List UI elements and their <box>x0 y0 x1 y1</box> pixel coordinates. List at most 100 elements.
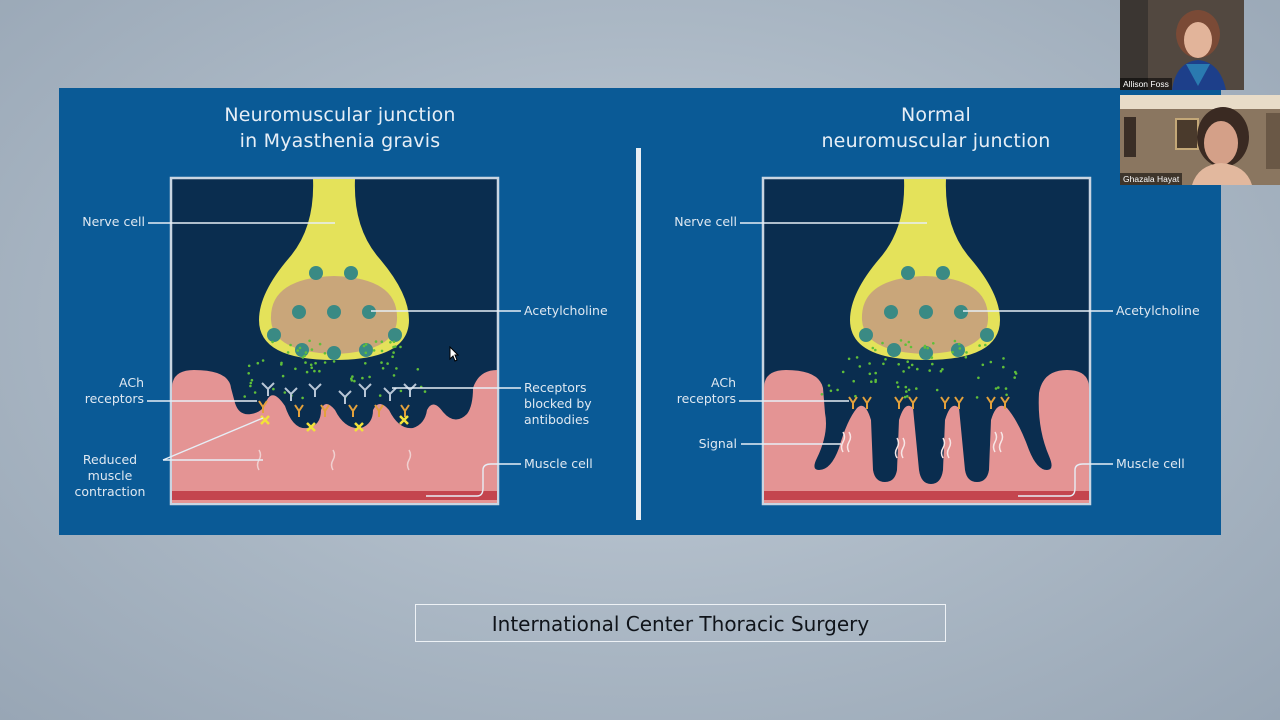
acetylcholine-dot <box>281 374 285 378</box>
left-block-marks <box>260 415 409 432</box>
left-receptors <box>258 400 410 417</box>
acetylcholine-dot <box>981 363 985 367</box>
acetylcholine-dot <box>928 369 931 372</box>
right-panel-title: Normal neuromuscular junction <box>795 102 1077 154</box>
acetylcholine-dot <box>829 389 833 393</box>
acetylcholine-dot <box>362 344 366 348</box>
acetylcholine-dot <box>997 386 1000 389</box>
left-label-ach-receptors: ACh receptors <box>65 375 144 407</box>
acetylcholine-dot <box>882 362 885 366</box>
acetylcholine-dot <box>858 365 862 368</box>
right-label-signal: Signal <box>698 436 737 451</box>
participant-video-tile-2[interactable]: Ghazala Hayat <box>1120 95 1280 185</box>
acetylcholine-dot <box>906 360 909 364</box>
left-label-reduced-line-2: muscle <box>87 468 133 483</box>
participant-video-tile-1[interactable]: Allison Foss <box>1120 0 1244 90</box>
acetylcholine-dot <box>906 395 909 398</box>
acetylcholine-dot <box>261 359 265 362</box>
acetylcholine-dot <box>353 379 356 383</box>
acetylcholine-dot <box>852 379 855 383</box>
acetylcholine-dot <box>977 376 980 380</box>
acetylcholine-dot <box>820 393 824 396</box>
acetylcholine-dot <box>868 372 872 376</box>
right-muscle-band <box>764 491 1089 500</box>
participant-video-2-icon <box>1120 95 1280 185</box>
right-label-ach-receptors-line-1: ACh <box>711 375 736 390</box>
acetylcholine-dot <box>391 355 394 359</box>
acetylcholine-dot <box>364 351 368 355</box>
acetylcholine-dot <box>272 387 275 391</box>
acetylcholine-dot <box>895 381 899 384</box>
left-label-blocked-line-1: Receptors <box>524 380 587 395</box>
acetylcholine-dot <box>881 341 884 345</box>
acetylcholine-dot <box>884 358 887 361</box>
participant-name-1: Allison Foss <box>1120 78 1172 90</box>
acetylcholine-dot <box>874 380 877 384</box>
acetylcholine-dot <box>1002 357 1005 360</box>
left-antibodies <box>261 382 417 404</box>
left-label-reduced-line-1: Reduced <box>82 452 138 467</box>
acetylcholine-dot <box>368 375 371 379</box>
acetylcholine-dot <box>941 368 944 371</box>
acetylcholine-dot <box>897 363 900 366</box>
acetylcholine-dot <box>389 341 392 344</box>
participant-video-1-icon <box>1120 0 1244 90</box>
acetylcholine-dot <box>984 343 987 347</box>
acetylcholine-dot <box>931 362 934 366</box>
acetylcholine-dot <box>909 345 913 349</box>
left-muscle-band <box>172 491 497 500</box>
left-label-ach-receptors-line-1: ACh <box>119 375 144 390</box>
acetylcholine-dot <box>309 363 313 367</box>
left-panel-title: Neuromuscular junction in Myasthenia gra… <box>199 102 481 154</box>
acetylcholine-dot <box>296 349 299 352</box>
right-leader-lines <box>739 222 1113 497</box>
acetylcholine-dot <box>350 377 353 381</box>
acetylcholine-dot <box>939 369 943 373</box>
acetylcholine-dot <box>294 367 297 371</box>
acetylcholine-dot <box>253 391 257 394</box>
left-label-ach-receptors-line-2: receptors <box>84 391 144 406</box>
acetylcholine-dot <box>271 340 274 344</box>
acetylcholine-dot <box>399 345 402 349</box>
neuromuscular-junction-diagram <box>147 148 1113 520</box>
acetylcholine-dot <box>915 387 918 390</box>
acetylcholine-dot <box>841 370 845 374</box>
acetylcholine-dot <box>932 342 935 345</box>
left-title-line-1: Neuromuscular junction <box>224 104 456 126</box>
acetylcholine-dot <box>951 350 954 354</box>
acetylcholine-dot <box>289 343 292 347</box>
right-receptors <box>848 396 1010 409</box>
acetylcholine-dot <box>965 351 968 354</box>
acetylcholine-dot <box>318 342 322 346</box>
acetylcholine-dot <box>364 362 367 365</box>
acetylcholine-dot <box>910 363 914 367</box>
acetylcholine-dot <box>957 342 961 346</box>
left-label-blocked-line-3: antibodies <box>524 412 590 427</box>
acetylcholine-dot <box>916 367 919 371</box>
acetylcholine-dot <box>903 395 907 399</box>
acetylcholine-dot <box>989 360 993 364</box>
acetylcholine-dot <box>380 349 384 353</box>
left-label-acetylcholine: Acetylcholine <box>524 303 608 318</box>
acetylcholine-dot <box>975 396 979 399</box>
slide-caption: International Center Thoracic Surgery <box>415 604 946 642</box>
acetylcholine-dot <box>896 385 900 389</box>
acetylcholine-dot <box>1004 387 1008 390</box>
acetylcholine-dot <box>904 385 908 389</box>
acetylcholine-dot <box>301 396 304 400</box>
panel-divider <box>636 148 641 520</box>
acetylcholine-dot <box>904 343 907 346</box>
acetylcholine-dot <box>374 340 378 343</box>
acetylcholine-dot <box>868 362 871 365</box>
acetylcholine-dot <box>958 347 962 350</box>
right-title-line-2: neuromuscular junction <box>821 130 1051 152</box>
acetylcholine-dot <box>978 344 981 347</box>
acetylcholine-dot <box>249 381 253 385</box>
right-label-nerve-cell: Nerve cell <box>674 214 737 229</box>
acetylcholine-dot <box>964 355 968 359</box>
acetylcholine-dot <box>310 366 313 370</box>
acetylcholine-dot <box>247 372 250 375</box>
acetylcholine-dot <box>318 369 321 373</box>
acetylcholine-dot <box>250 378 254 382</box>
presentation-slide: Neuromuscular junction in Myasthenia gra… <box>59 88 1221 535</box>
